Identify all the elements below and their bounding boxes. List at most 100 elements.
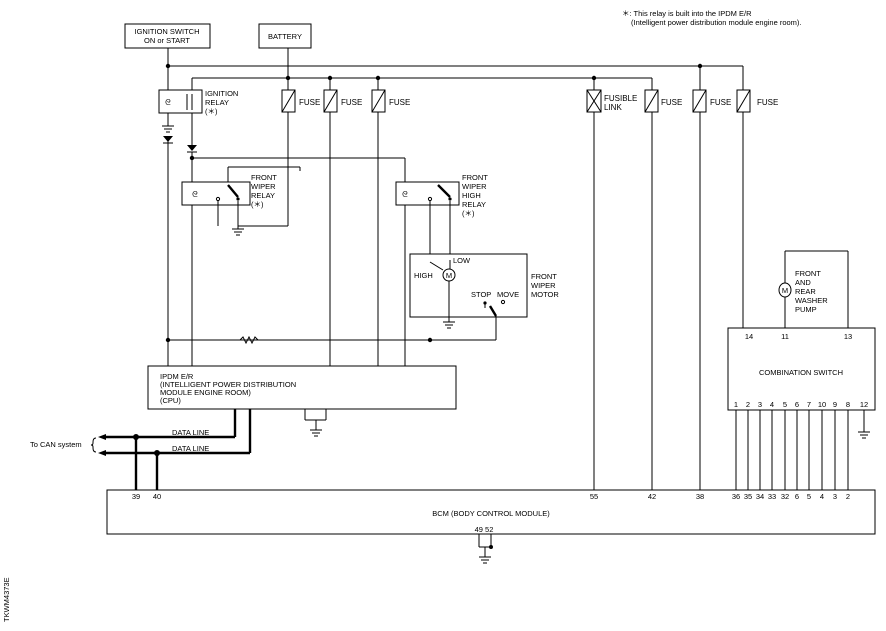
motor-line-3: MOTOR: [531, 290, 559, 299]
bcm-pin: 32: [781, 492, 789, 501]
front-wiper-high-relay-line-4: RELAY: [462, 200, 486, 209]
bcm-pin: 2: [846, 492, 850, 501]
fuse-6: FUSE: [736, 89, 778, 113]
battery-label: BATTERY: [268, 32, 302, 41]
motor-line-2: WIPER: [531, 281, 556, 290]
bcm-pin: 55: [590, 492, 598, 501]
diodes: [163, 136, 197, 161]
figure-code: TKWM4373E: [2, 577, 11, 622]
ipdm-line-1: IPDM E/R: [160, 372, 194, 381]
comb-to-bcm-wires: [735, 410, 849, 490]
relay-and-fuse-wires: [167, 112, 744, 490]
ignition-relay-line-3: (＊): [205, 107, 218, 116]
bcm-pin: 5: [807, 492, 811, 501]
note-line-1: ＊: This relay is built into the IPDM E/R: [622, 9, 752, 18]
ipdm-line-3: MODULE ENGINE ROOM): [160, 388, 251, 397]
fuse-5: FUSE: [692, 89, 731, 113]
ipdm-line-2: (INTELLIGENT POWER DISTRIBUTION: [160, 380, 296, 389]
resistor: [165, 335, 433, 345]
comb-top-pin-14: 14: [745, 332, 753, 341]
coil-icon: ᘓ: [402, 190, 408, 199]
ipdm-er: IPDM E/R (INTELLIGENT POWER DISTRIBUTION…: [147, 365, 457, 437]
data-line-label-1: DATA LINE: [172, 428, 209, 437]
relay-note: ＊: This relay is built into the IPDM E/R…: [622, 9, 802, 27]
front-wiper-relay: ᘓ FRONT WIPER RELAY (＊): [181, 173, 277, 236]
washer-pump-line-5: PUMP: [795, 305, 817, 314]
comb-bottom-pins: 1 2 3 4 5 6 7 10 9 8 12: [734, 400, 868, 409]
motor-icon: M: [446, 271, 452, 280]
can-system-label: To CAN system: [30, 440, 82, 449]
bcm-label: BCM (BODY CONTROL MODULE): [432, 509, 550, 518]
comb-bottom-pin: 9: [833, 400, 837, 409]
bcm-pin: 34: [756, 492, 764, 501]
battery: BATTERY: [258, 23, 312, 49]
front-wiper-relay-line-1: FRONT: [251, 173, 277, 182]
fuse-4: FUSE: [644, 89, 682, 113]
fuse-1-label: FUSE: [299, 98, 320, 107]
comb-bottom-pin: 5: [783, 400, 787, 409]
front-wiper-relay-line-3: RELAY: [251, 191, 275, 200]
bcm-pin-40: 40: [153, 492, 161, 501]
bcm: BCM (BODY CONTROL MODULE) 39 40 55 42 38…: [106, 489, 876, 564]
ignition-relay: ᘓ IGNITION RELAY (＊): [158, 89, 238, 133]
ipdm-line-4: (CPU): [160, 396, 181, 405]
fuse-2: FUSE: [323, 89, 362, 113]
fuse-6-label: FUSE: [757, 98, 778, 107]
bcm-pin: 42: [648, 492, 656, 501]
washer-pump-line-3: REAR: [795, 287, 816, 296]
fuse-5-label: FUSE: [710, 98, 731, 107]
motor-line-1: FRONT: [531, 272, 557, 281]
fuse-4-label: FUSE: [661, 98, 682, 107]
data-line-label-2: DATA LINE: [172, 444, 209, 453]
front-wiper-high-relay-line-5: (＊): [462, 209, 475, 218]
motor-move-label: MOVE: [497, 290, 519, 299]
bcm-pin: 4: [820, 492, 824, 501]
motor-low-label: LOW: [453, 256, 471, 265]
front-wiper-relay-line-2: WIPER: [251, 182, 276, 191]
motor-high-label: HIGH: [414, 271, 433, 280]
comb-bottom-pin: 10: [818, 400, 826, 409]
pump-motor-icon: M: [782, 286, 788, 295]
fuse-2-label: FUSE: [341, 98, 362, 107]
comb-top-pin-13: 13: [844, 332, 852, 341]
combination-switch: COMBINATION SWITCH 14 11 13 1 2 3 4 5 6 …: [727, 327, 876, 490]
front-wiper-high-relay-line-2: WIPER: [462, 182, 487, 191]
note-line-2: (Intelligent power distribution module e…: [631, 18, 802, 27]
washer-pump-line-4: WASHER: [795, 296, 828, 305]
fuse-3: FUSE: [371, 89, 410, 113]
coil-icon: ᘓ: [165, 98, 171, 107]
front-wiper-relay-line-4: (＊): [251, 200, 264, 209]
can-data-lines: DATA LINE DATA LINE To CAN system: [30, 409, 252, 490]
comb-bottom-pin: 6: [795, 400, 799, 409]
ignition-switch: IGNITION SWITCH ON or START: [124, 23, 211, 49]
ignition-switch-line-1: IGNITION SWITCH: [135, 27, 200, 36]
comb-top-pin-11: 11: [781, 332, 789, 341]
front-wiper-high-relay-line-3: HIGH: [462, 191, 481, 200]
washer-pump-line-2: AND: [795, 278, 811, 287]
ignition-switch-line-2: ON or START: [144, 36, 190, 45]
ignition-relay-line-2: RELAY: [205, 98, 229, 107]
fusible-link-line-2: LINK: [604, 103, 622, 112]
comb-bottom-pin: 4: [770, 400, 774, 409]
bcm-pin: 6: [795, 492, 799, 501]
comb-bottom-pin: 7: [807, 400, 811, 409]
bcm-pin: 3: [833, 492, 837, 501]
comb-bottom-pin: 3: [758, 400, 762, 409]
washer-pump: M FRONT AND REAR WASHER PUMP: [778, 250, 849, 328]
bcm-pin: 33: [768, 492, 776, 501]
bcm-pin-39: 39: [132, 492, 140, 501]
comb-bottom-pin: 12: [860, 400, 868, 409]
combination-switch-label: COMBINATION SWITCH: [759, 368, 843, 377]
comb-bottom-pin: 2: [746, 400, 750, 409]
front-wiper-high-relay-line-1: FRONT: [462, 173, 488, 182]
bcm-pin: 38: [696, 492, 704, 501]
motor-stop-label: STOP: [471, 290, 491, 299]
bcm-pin: 35: [744, 492, 752, 501]
fuse-1: FUSE: [281, 89, 320, 113]
bcm-ground-pins: 49 52: [475, 525, 494, 534]
comb-bottom-pin: 1: [734, 400, 738, 409]
front-wiper-motor: M LOW HIGH STOP MOVE FRONT WIPER MOTOR: [409, 253, 559, 340]
junction-dots: [165, 63, 703, 81]
comb-bottom-pin: 8: [846, 400, 850, 409]
